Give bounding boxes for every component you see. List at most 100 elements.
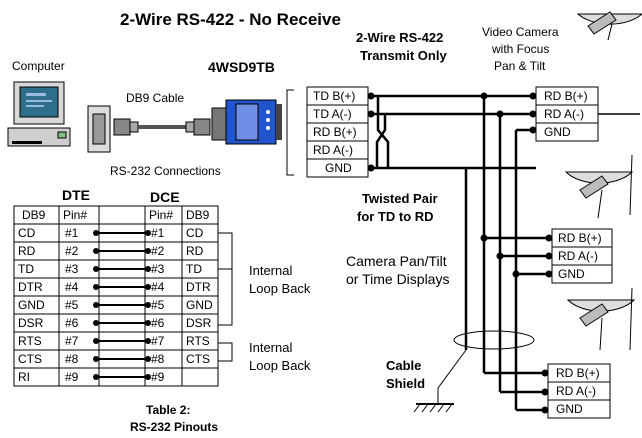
table-cell-text: CD [186,226,204,240]
table-cell-text: RTS [18,334,42,348]
pin-wire-dot [93,230,99,236]
db9-port-icon [87,105,111,153]
camera-terminal-block: RD B(+) RD A(-) GND [535,86,640,142]
table-cell-text: #4 [65,280,79,294]
dce-title: DCE [150,189,180,205]
table-cell-text: #8 [65,352,79,366]
svg-text:Pin#: Pin# [63,208,87,222]
pin-wire-dot [93,320,99,326]
table-cell-text: DSR [18,316,44,330]
internal-loop-back-label-line1: Internal [249,263,292,278]
pin-wire-dot [145,302,151,308]
transmit-only-label-line1: 2-Wire RS-422 [356,30,443,45]
camera-terminal: GND [558,267,585,281]
pin-wire-dot [145,248,151,254]
camera-terminal: RD B(+) [544,89,588,103]
table-cell-text: #8 [151,352,165,366]
video-camera-label-line1: Video Camera [482,25,559,39]
converter-terminal: TD B(+) [306,86,369,106]
table-cell-text: #3 [151,262,165,276]
table-cell-text: #5 [151,298,165,312]
transmit-only-label-line2: Transmit Only [360,48,447,63]
table-cell-text: DTR [18,280,43,294]
table-header-row: DB9 Pin# Pin# DB9 [13,205,219,225]
table-cell-text: DTR [186,280,211,294]
pin-wire-dot [93,356,99,362]
camera-terminal: GND [544,125,571,139]
table-row: CD #1 #1 CD [13,223,219,243]
table-cell-text: CTS [18,352,42,366]
table-cell [181,367,219,387]
twisted-pair-label-line1: Twisted Pair [362,191,438,206]
table-cell-text: RI [18,370,30,384]
converter-terminal: RD A(-) [306,140,369,160]
internal-loop-back-label-line2: Loop Back [249,281,311,296]
table-cell-text: DSR [186,316,212,330]
bus-wiring [367,92,553,414]
table-cell-text: RD [186,244,204,258]
diagram-title: 2-Wire RS-422 - No Receive [120,10,341,29]
table-cell-text: GND [186,298,213,312]
table-cell-text: #9 [151,370,165,384]
svg-text:RD A(-): RD A(-) [313,143,353,157]
camera-terminal-block: RD B(+) RD A(-) GND [551,228,613,284]
pin-wire-dot [145,374,151,380]
table-cell-text: #5 [65,298,79,312]
table-row: DTR #4 #4 DTR [13,277,219,297]
camera-terminal: RD B(+) [558,231,602,245]
converter-terminal: RD B(+) [306,122,369,142]
camera-terminal: RD B(+) [556,366,600,380]
video-camera-label-line2: with Focus [491,42,549,56]
table-cell-text: #1 [65,226,79,240]
table-cell-text: #6 [151,316,165,330]
db9-cable-icon [113,118,211,136]
table-cell-text: RD [18,244,36,258]
svg-text:RD B(+): RD B(+) [313,125,357,139]
converter-terminal: TD A(-) [306,104,369,124]
camera-terminal: RD A(-) [544,107,584,121]
rs232-connections-label: RS-232 Connections [110,164,221,178]
table-cell-text: #6 [65,316,79,330]
db9-cable-label: DB9 Cable [126,91,184,105]
pin-wire-dot [145,230,151,236]
camera-terminal: RD A(-) [558,249,598,263]
pin-wire-dot [93,338,99,344]
pin-wire-dot [145,266,151,272]
svg-text:TD B(+): TD B(+) [313,89,355,103]
table-cell-text: #2 [151,244,165,258]
table-caption-line1: Table 2: [146,403,190,417]
camera-terminal: RD A(-) [556,384,596,398]
camera-terminal: GND [556,402,583,416]
svg-text:TD A(-): TD A(-) [313,107,352,121]
table-cell-text: #4 [151,280,165,294]
pin-wire-dot [145,284,151,290]
pin-wire-dot [93,248,99,254]
cable-shield-label-line1: Cable [386,358,421,373]
internal-loop-back-label-line1: Internal [249,340,292,355]
svg-text:Pin#: Pin# [149,208,173,222]
table-cell-text: #7 [151,334,165,348]
pin-wire-dot [93,302,99,308]
converter-model-label: 4WSD9TB [208,59,275,75]
loop-back-bracket [218,342,233,362]
table-cell-text: #2 [65,244,79,258]
pin-wire-dot [145,320,151,326]
table-cell-text: #3 [65,262,79,276]
table-cell-text: CD [18,226,36,240]
pin-wire-dot [93,284,99,290]
table-cell-text: #1 [151,226,165,240]
svg-text:DB9: DB9 [186,208,210,222]
pin-wire-dot [145,356,151,362]
cable-shield-ellipse [453,330,535,350]
converter-bracket [286,89,294,176]
internal-loop-back-label-line2: Loop Back [249,358,311,373]
pin-wire-dot [145,338,151,344]
computer-label: Computer [12,59,65,73]
